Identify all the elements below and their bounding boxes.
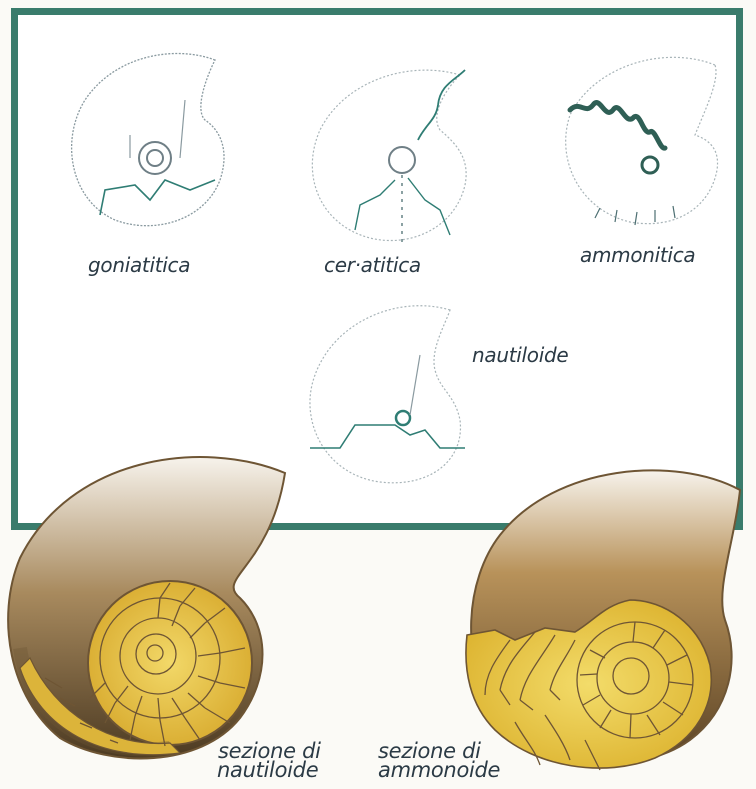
label-ceratitica: cer·atitica — [324, 253, 421, 277]
label-sezione-ammonoide-line2: ammonoide — [378, 760, 500, 780]
goniatitic-shell-sketch — [55, 40, 235, 250]
nautiloid-section-illustration — [0, 448, 300, 778]
ammonitic-shell-sketch — [555, 40, 735, 240]
label-ammonitica: ammonitica — [580, 243, 695, 267]
label-sezione-nautiloide-line2: nautiloide — [217, 760, 318, 780]
label-nautiloide: nautiloide — [472, 343, 568, 367]
ceratitic-shell-sketch — [300, 60, 480, 260]
nautiloid-shell-sketch — [300, 300, 480, 500]
label-goniatitica: goniatitica — [88, 253, 190, 277]
ammonoid-section-illustration — [455, 460, 755, 780]
